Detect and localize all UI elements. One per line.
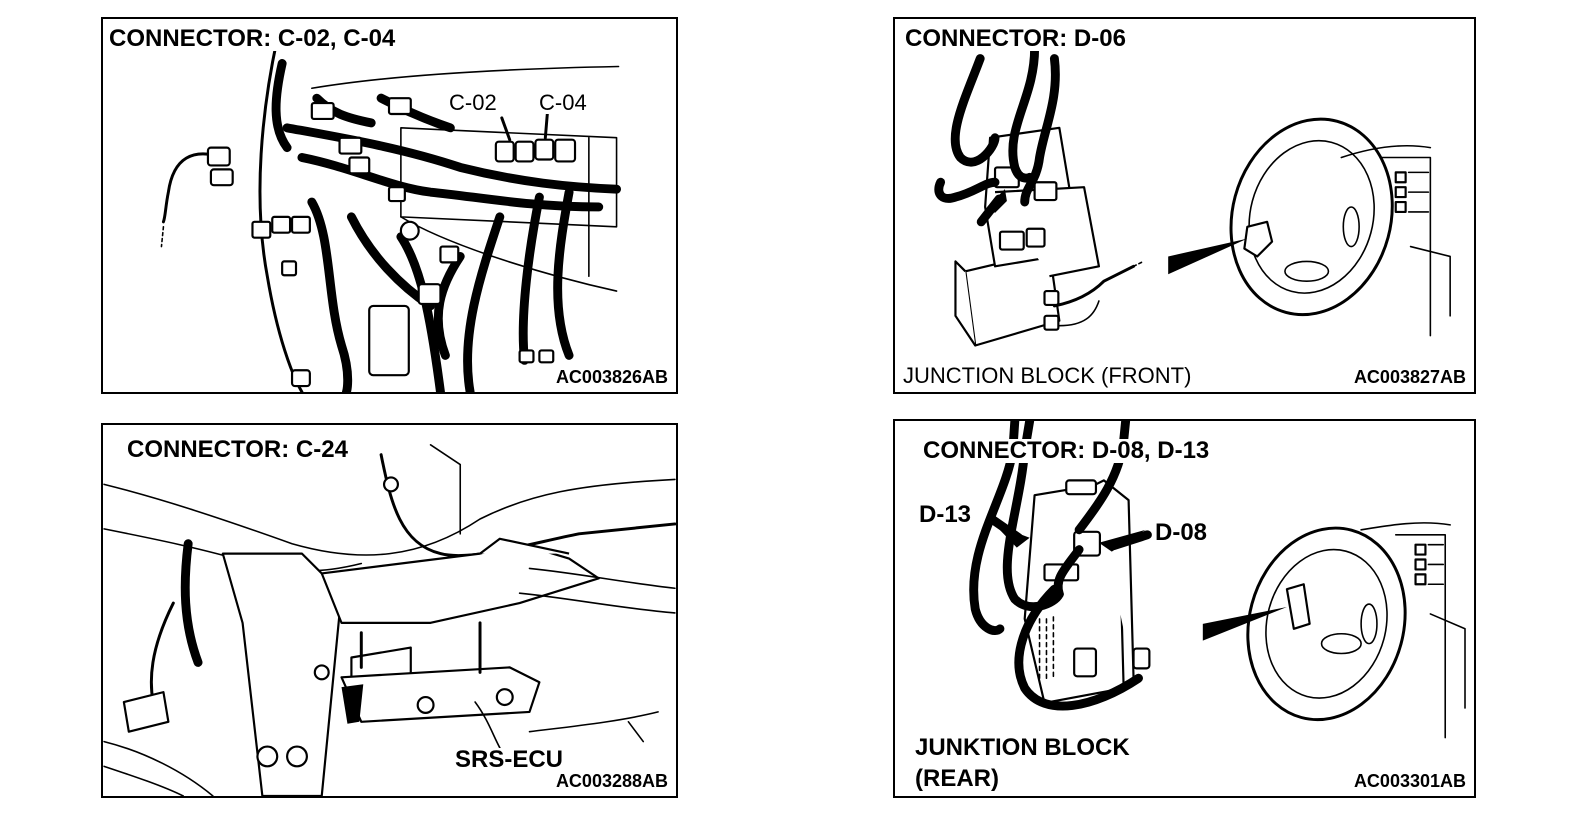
illustration-srs-ecu [103, 443, 676, 796]
illustration-junction-block-rear [969, 421, 1466, 739]
caption-srs-ecu: SRS-ECU [453, 746, 566, 773]
panel-title: CONNECTOR: C-24 [125, 436, 350, 463]
callout-c02: C-02 [447, 90, 499, 115]
panel-title: CONNECTOR: C-02, C-04 [107, 25, 398, 52]
caption-junction-block-front: JUNCTION BLOCK (FRONT) [901, 363, 1194, 388]
panel-connector-d06: CONNECTOR: D-06 JUNCTION BLOCK (FRONT) A… [893, 17, 1476, 394]
figure-code: AC003301AB [1351, 771, 1468, 791]
figure-code: AC003827AB [1351, 367, 1468, 387]
panel-title: CONNECTOR: D-08, D-13 [921, 437, 1212, 464]
illustration-dashboard-harness [160, 37, 622, 392]
illustration-junction-block-front [934, 44, 1451, 347]
panel-connector-c02-c04: CONNECTOR: C-02, C-04 C-02 C-04 AC003826… [101, 17, 678, 394]
panel-connector-c24: CONNECTOR: C-24 SRS-ECU AC003288AB [101, 423, 678, 798]
figure-code: AC003826AB [553, 367, 670, 387]
callout-c04: C-04 [537, 90, 589, 115]
callout-d13: D-13 [917, 501, 974, 528]
callout-d08: D-08 [1153, 519, 1210, 546]
caption-junction-block-rear-line2: (REAR) [913, 765, 1001, 792]
figure-code: AC003288AB [553, 771, 670, 791]
caption-junction-block-rear-line1: JUNKTION BLOCK [913, 734, 1132, 761]
panel-connector-d08-d13: CONNECTOR: D-08, D-13 D-13 D-08 JUNKTION… [893, 419, 1476, 798]
panel-title: CONNECTOR: D-06 [903, 25, 1128, 52]
